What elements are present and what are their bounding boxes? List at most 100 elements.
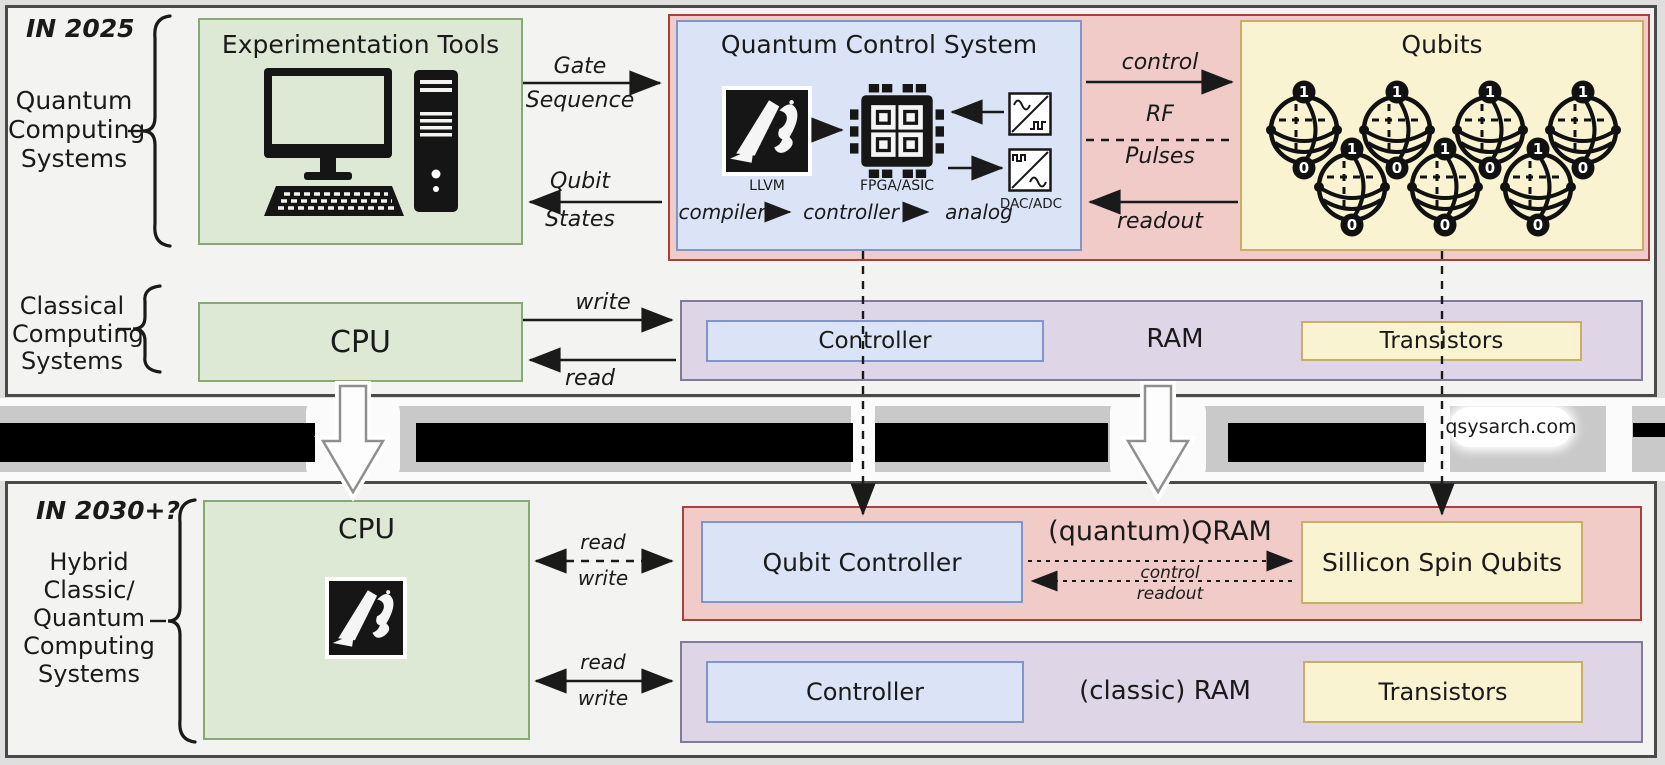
- qubits-box: Qubits: [1240, 20, 1644, 251]
- classic-transistors-box: Transistors: [1303, 661, 1583, 723]
- label-text: readout: [1136, 584, 1204, 604]
- svg-text:1: 1: [1533, 140, 1543, 158]
- label-text: Pulses: [1125, 144, 1195, 169]
- section-label-classical: Classical Computing Systems: [12, 292, 144, 376]
- controller-title: Controller: [818, 328, 932, 354]
- label-text: control: [1121, 50, 1199, 75]
- label-text: Qubit: [550, 169, 610, 194]
- flow-compiler: compiler: [667, 200, 777, 224]
- bloch-sphere-icon: 10: [1352, 78, 1442, 182]
- label-text: controller: [803, 200, 899, 224]
- svg-text:0: 0: [1578, 159, 1588, 177]
- section-line: Computing: [8, 115, 146, 144]
- ram-controller-box: Controller: [706, 320, 1044, 362]
- section-line: Classic/: [43, 576, 135, 604]
- watermark: qsysarch.com: [1445, 407, 1577, 447]
- write-label-top: write: [560, 566, 646, 590]
- cpu-box: CPU: [198, 302, 523, 382]
- section-line: Systems: [21, 347, 123, 375]
- dac-adc-icon: [1008, 92, 1052, 136]
- section-label-quantum: Quantum Computing Systems: [8, 86, 146, 173]
- era-text: IN 2025: [26, 14, 135, 43]
- ram-transistors-box: Transistors: [1301, 321, 1582, 361]
- label-text: write: [577, 686, 629, 710]
- watermark-text: qsysarch.com: [1445, 416, 1577, 438]
- experimentation-tools-title: Experimentation Tools: [221, 30, 500, 59]
- section-label-hybrid: Hybrid Classic/ Quantum Computing System…: [14, 548, 164, 688]
- llvm-label: LLVM: [724, 178, 810, 194]
- qubit-controller-box: Qubit Controller: [701, 521, 1023, 603]
- section-line: Computing: [23, 632, 155, 660]
- svg-text:1: 1: [1440, 140, 1450, 158]
- llvm-logo-icon: [726, 90, 808, 172]
- label-text: write: [575, 290, 631, 315]
- adc-dac-icon: [1008, 148, 1052, 192]
- classic-controller-box: Controller: [706, 661, 1024, 723]
- label-text: compiler: [678, 200, 766, 224]
- qubit-states-label-1: Qubit: [505, 169, 655, 194]
- label-text: Sequence: [525, 88, 635, 113]
- controller-title: Controller: [805, 678, 925, 706]
- svg-text:0: 0: [1485, 159, 1495, 177]
- control-label: control: [1088, 50, 1232, 75]
- label-text: FPGA/ASIC: [859, 178, 934, 194]
- label-text: read: [564, 366, 616, 391]
- label-text: LLVM: [749, 178, 785, 194]
- dac-label: DAC/ADC: [982, 196, 1080, 212]
- svg-text:1: 1: [1485, 83, 1495, 101]
- gate-sequence-label-2: Sequence: [505, 88, 655, 113]
- divider-black-bar: [0, 423, 315, 462]
- flow-controller: controller: [791, 200, 911, 224]
- svg-text:0: 0: [1392, 159, 1402, 177]
- divider-black-bar: [416, 423, 853, 462]
- label-text: read: [580, 530, 626, 554]
- qcs-title: Quantum Control System: [720, 30, 1038, 59]
- label-text: DAC/ADC: [999, 196, 1063, 212]
- svg-text:1: 1: [1578, 83, 1588, 101]
- svg-text:1: 1: [1347, 140, 1357, 158]
- readout-label-2030: readout: [1098, 584, 1242, 604]
- cpu-title: CPU: [330, 324, 391, 360]
- bloch-sphere-icon: 10: [1538, 78, 1628, 182]
- cpu-title: CPU: [338, 512, 395, 545]
- silicon-qubits-title: Sillicon Spin Qubits: [1321, 548, 1563, 577]
- fpga-label: FPGA/ASIC: [828, 178, 966, 194]
- label-text: RF: [1146, 102, 1174, 127]
- svg-text:0: 0: [1533, 216, 1543, 234]
- qubits-title: Qubits: [1401, 30, 1483, 59]
- svg-text:0: 0: [1299, 159, 1309, 177]
- read-label-top: read: [568, 530, 638, 554]
- computer-icon: [264, 68, 458, 216]
- label-text: control: [1140, 563, 1200, 583]
- section-line: Quantum: [32, 604, 146, 632]
- section-line: Hybrid: [49, 548, 129, 576]
- bloch-sphere-icon: 10: [1259, 78, 1349, 182]
- gate-sequence-label-1: Gate: [505, 54, 655, 79]
- label-text: analog: [945, 200, 1013, 224]
- write-label-bottom: write: [560, 686, 646, 710]
- bloch-sphere-icon: 10: [1307, 135, 1397, 239]
- section-line: Quantum: [15, 86, 133, 115]
- svg-text:1: 1: [1392, 83, 1402, 101]
- divider-gap-left: [306, 398, 400, 481]
- divider-gap-dash2: [1424, 402, 1450, 476]
- label-text: States: [545, 207, 615, 232]
- qubit-states-label-2: States: [505, 207, 655, 232]
- bloch-sphere-icon: 10: [1445, 78, 1535, 182]
- classic-ram-title: (classic) RAM: [1078, 676, 1252, 706]
- label-text: Gate: [553, 54, 607, 79]
- divider-black-bar: [875, 423, 1108, 462]
- svg-text:1: 1: [1299, 83, 1309, 101]
- section-line: Computing: [12, 319, 144, 348]
- divider-gap-end: [1606, 402, 1632, 476]
- section-line: Systems: [20, 144, 128, 173]
- era-label-2025: IN 2025: [26, 14, 166, 43]
- llvm-logo-icon: [329, 581, 403, 655]
- rf-label-1: RF: [1088, 102, 1232, 127]
- label-text: read: [580, 650, 626, 674]
- svg-text:0: 0: [1347, 216, 1357, 234]
- svg-text:0: 0: [1440, 216, 1450, 234]
- transistors-title: Transistors: [1378, 678, 1508, 706]
- flow-analog: analog: [928, 200, 1030, 224]
